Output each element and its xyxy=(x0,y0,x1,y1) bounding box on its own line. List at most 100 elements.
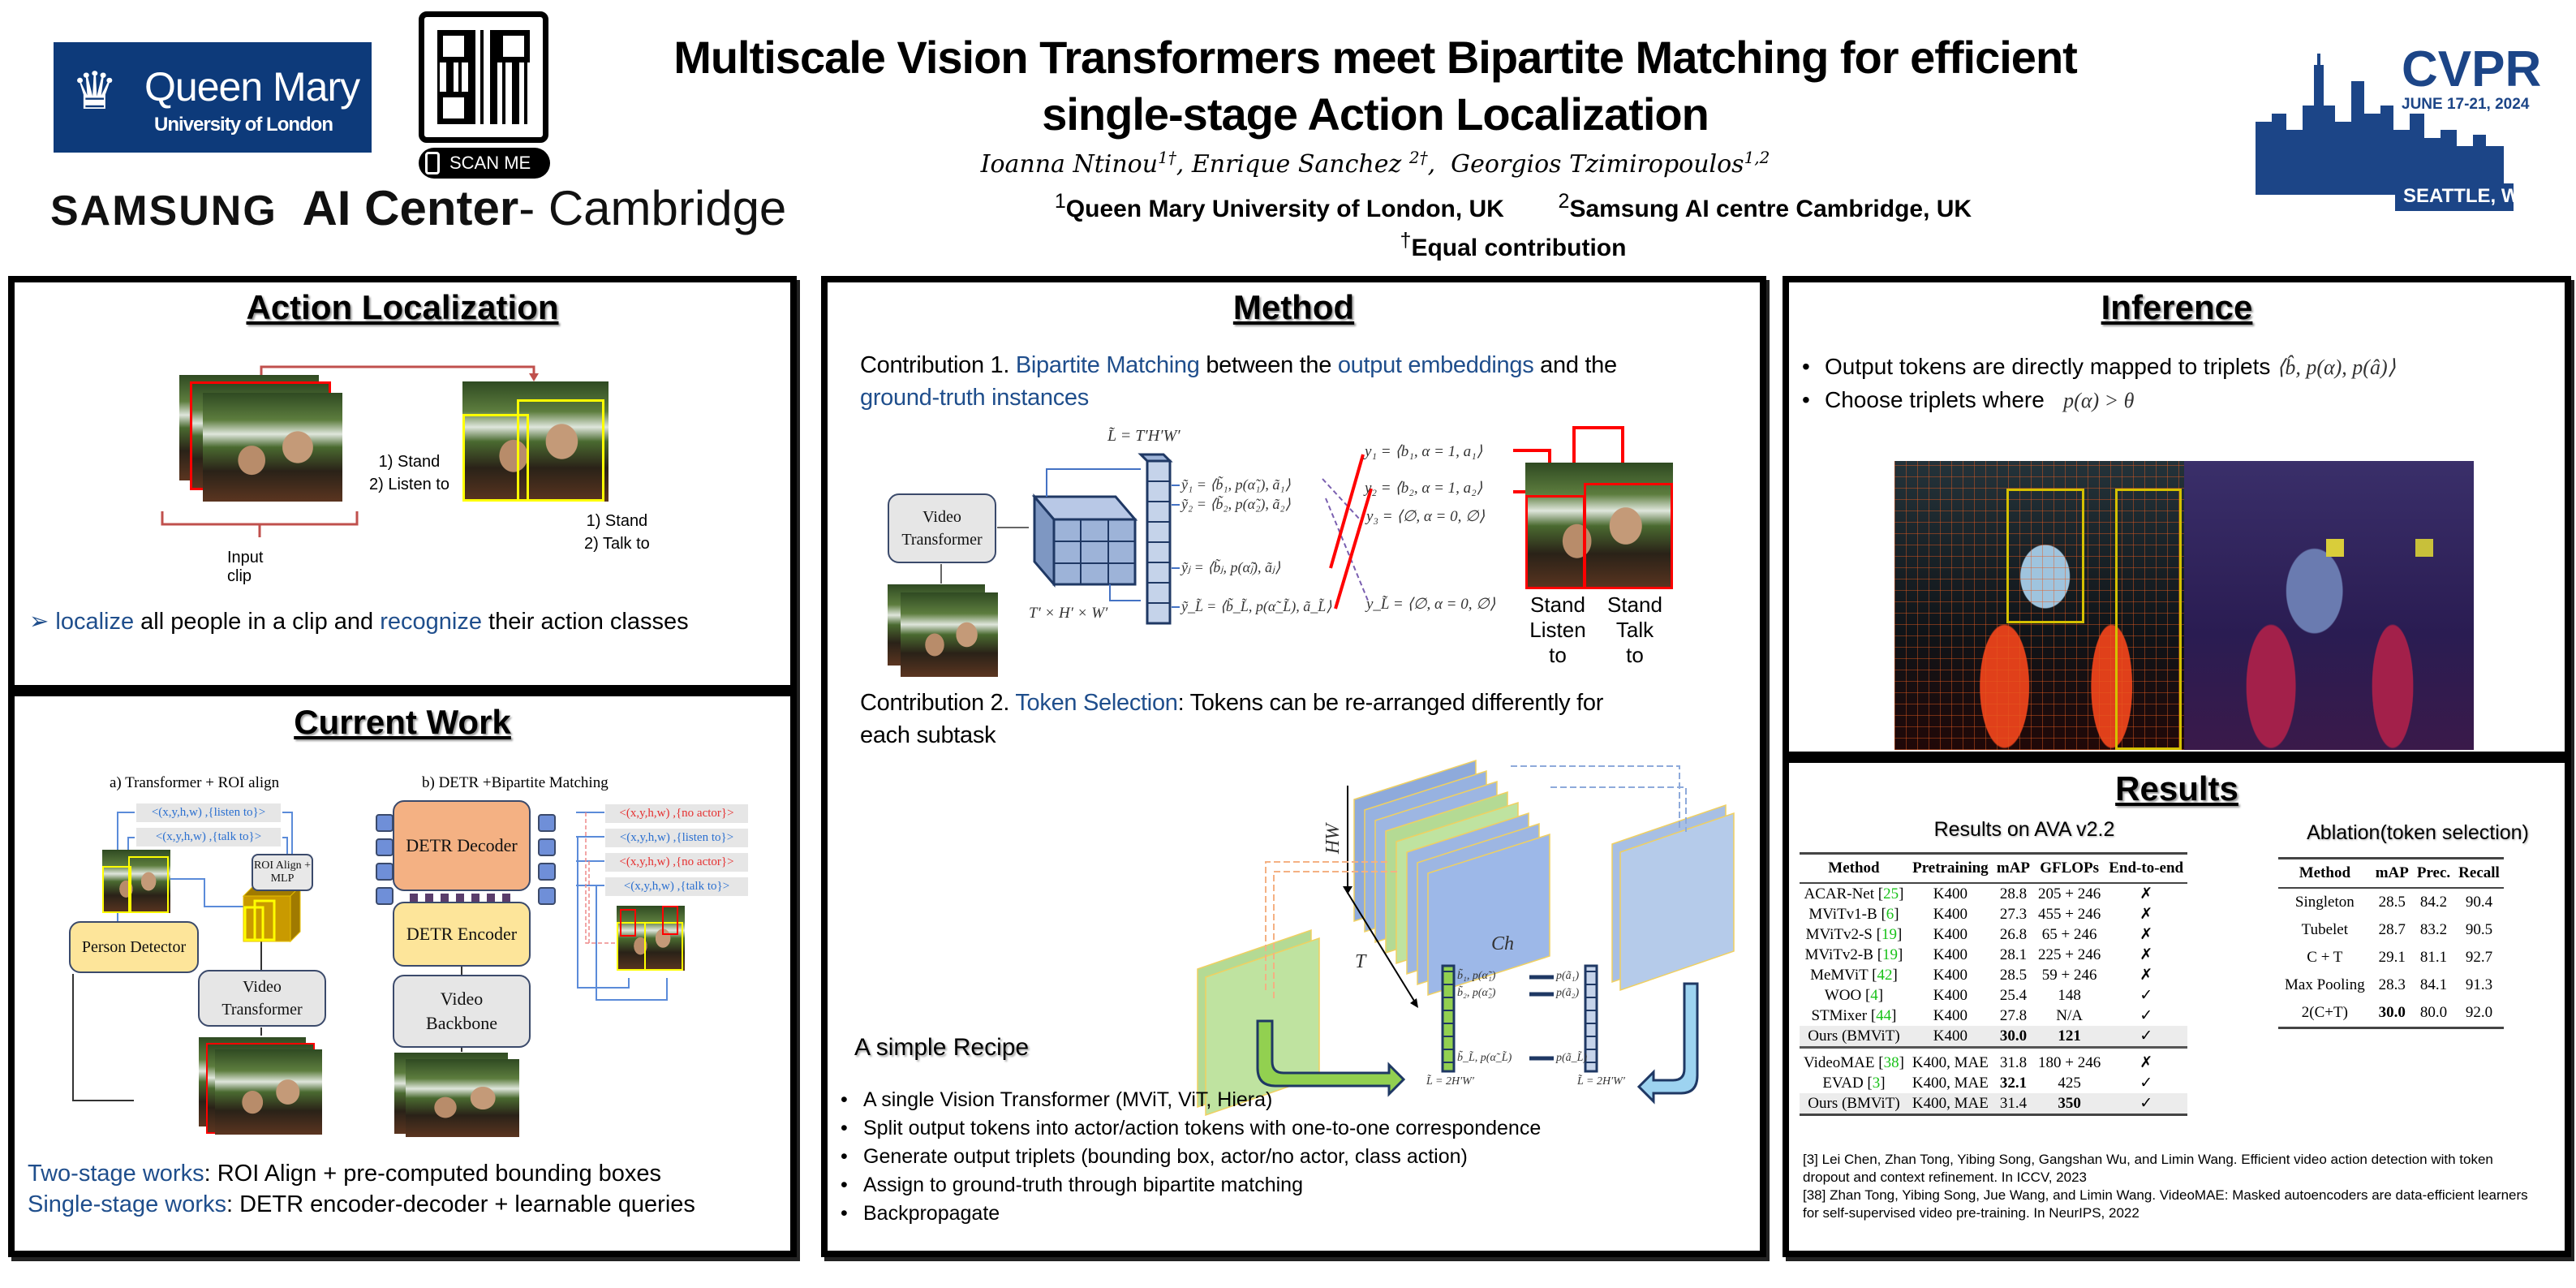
prediction-label: ỹ₁ = ⟨b̃₁, p(α̃₁), ã₁⟩ xyxy=(1181,476,1291,493)
panel-action-localization xyxy=(8,276,797,691)
person-detector-box: Person Detector xyxy=(69,921,199,973)
recipe-item: Assign to ground-truth through bipartite… xyxy=(836,1171,1541,1200)
actor-token-label: b̃₂, p(α̃₂) xyxy=(1457,987,1496,999)
cvpr-dates: JUNE 17-21, 2024 xyxy=(2402,96,2530,113)
action-localization-text: ➢ localize all people in a clip and reco… xyxy=(29,609,689,635)
output-label: <(x,y,h,w) ,{no actor}> xyxy=(605,804,748,823)
section-title: Inference xyxy=(2101,288,2253,326)
bbox xyxy=(620,909,636,937)
selected-token-1 xyxy=(2326,539,2344,557)
video-frames xyxy=(406,1059,519,1137)
bbox xyxy=(1584,483,1673,589)
bbox xyxy=(662,906,678,935)
author: Enrique Sanchez 2† xyxy=(1191,148,1428,179)
arrow-bullet-icon: ➢ xyxy=(29,609,49,635)
affiliations: 1Queen Mary University of London, UK 2Sa… xyxy=(844,190,2183,223)
action-token-label: p(ã₂) xyxy=(1556,987,1580,999)
cvpr-city: SEATTLE, WA xyxy=(2403,185,2533,207)
bbox xyxy=(128,856,169,913)
ablation-table-title: Ablation(token selection) xyxy=(2307,821,2529,844)
qr-finder xyxy=(437,92,470,124)
author: Georgios Tzimiropoulos1,2 xyxy=(1451,148,1770,179)
qr-finder xyxy=(497,30,530,62)
ground-truth-label: y_L̃ = ⟨∅, α = 0, ∅⟩ xyxy=(1366,596,1496,613)
panel-current-work xyxy=(8,690,797,1257)
output-label: <(x,y,h,w) ,{talk to}> xyxy=(605,877,748,896)
recipe-item: Split output tokens into actor/action to… xyxy=(836,1114,1541,1143)
references: [3] Lei Chen, Zhan Tong, Yibing Song, Ga… xyxy=(1803,1151,2533,1222)
recipe-item: Generate output triplets (bounding box, … xyxy=(836,1143,1541,1171)
input-clip-label: Input clip xyxy=(227,549,264,585)
matched-frame xyxy=(617,906,685,971)
crown-icon: ♛ xyxy=(71,62,118,120)
actor-token-label: b̃_L̃, p(α̃_L̃) xyxy=(1457,1052,1512,1064)
bbox-person-2 xyxy=(2115,489,2182,750)
ai-center-wordmark: AI Center xyxy=(302,181,519,235)
actor-token-label: b̃₁, p(α̃₁) xyxy=(1457,970,1496,982)
hw-axis-label: HW xyxy=(1322,823,1344,855)
cambridge-wordmark: - Cambridge xyxy=(518,181,787,235)
two-stage-text: Two-stage works: ROI Align + pre-compute… xyxy=(28,1161,662,1187)
l-right-label: L̃ = 2H′W′ xyxy=(1577,1075,1625,1088)
recipe-item: A single Vision Transformer (MViT, ViT, … xyxy=(836,1086,1541,1114)
contribution-2-text: Contribution 2. Token Selection: Tokens … xyxy=(860,690,1604,748)
cvpr-logo: CVPR JUNE 17-21, 2024 SEATTLE, WA xyxy=(2256,41,2541,211)
recipe-list: A single Vision Transformer (MViT, ViT, … xyxy=(836,1086,1541,1228)
scan-me-badge: SCAN ME xyxy=(419,148,550,179)
reference-item: [3] Lei Chen, Zhan Tong, Yibing Song, Ga… xyxy=(1803,1152,2493,1185)
authors: Ioanna Ntinou1†, Enrique Sanchez 2†, Geo… xyxy=(980,148,1770,179)
equal-contribution-note: †Equal contribution xyxy=(1400,229,1627,261)
phone-icon xyxy=(425,152,440,174)
affiliation: 1Queen Mary University of London, UK xyxy=(1054,190,1504,222)
video-frames xyxy=(215,1049,322,1135)
title-line-2: single-stage Action Localization xyxy=(1042,88,1709,140)
single-stage-text: Single-stage works: DETR encoder-decoder… xyxy=(28,1191,695,1217)
input-clip-frame xyxy=(203,393,342,502)
video-frames xyxy=(901,592,998,677)
section-title: Results xyxy=(2115,769,2238,808)
scan-me-label: SCAN ME xyxy=(449,153,531,173)
l-tilde-label: L̃ = T′H′W′ xyxy=(1107,427,1180,445)
poster-title: Multiscale Vision Transformers meet Bipa… xyxy=(568,29,2183,143)
bbox-talk xyxy=(517,399,604,502)
bipartite-matching-diagram xyxy=(940,426,1624,625)
section-title: Action Localization xyxy=(246,288,559,326)
qm-logo-sub: University of London xyxy=(154,114,333,136)
recipe-title: A simple Recipe xyxy=(854,1034,1030,1061)
action-token-label: p(ã₁) xyxy=(1556,970,1580,982)
bbox xyxy=(644,922,683,971)
cvpr-wordmark: CVPR xyxy=(2402,41,2542,97)
attention-map xyxy=(2184,461,2474,750)
section-title: Current Work xyxy=(294,703,511,741)
token-selection-diagram xyxy=(1197,759,1735,1117)
reference-item: [38] Zhan Tong, Yibing Song, Jue Wang, a… xyxy=(1803,1187,2528,1221)
samsung-wordmark: SAMSUNG xyxy=(50,187,277,235)
prediction-label: ỹ₂ = ⟨b̃₂, p(α̃₂), ã₂⟩ xyxy=(1181,496,1291,512)
l-left-label: L̃ = 2H′W′ xyxy=(1426,1075,1474,1088)
inference-item: Choose triplets where p(α) > θ xyxy=(1797,384,2396,417)
detr-encoder-box: DETR Encoder xyxy=(393,902,531,967)
token-grid-overlay xyxy=(1894,461,2184,750)
ava-table-title: Results on AVA v2.2 xyxy=(1933,818,2115,841)
roi-align-mlp-box: ROI Align + MLP xyxy=(252,854,313,891)
qr-code[interactable] xyxy=(419,11,548,143)
author: Ioanna Ntinou1† xyxy=(980,148,1176,179)
selected-token-2 xyxy=(2415,539,2433,557)
video-backbone-box: Video Backbone xyxy=(393,975,531,1048)
samsung-ai-logo: SAMSUNG AI Center- Cambridge xyxy=(50,180,786,236)
bbox-listen xyxy=(462,414,529,502)
